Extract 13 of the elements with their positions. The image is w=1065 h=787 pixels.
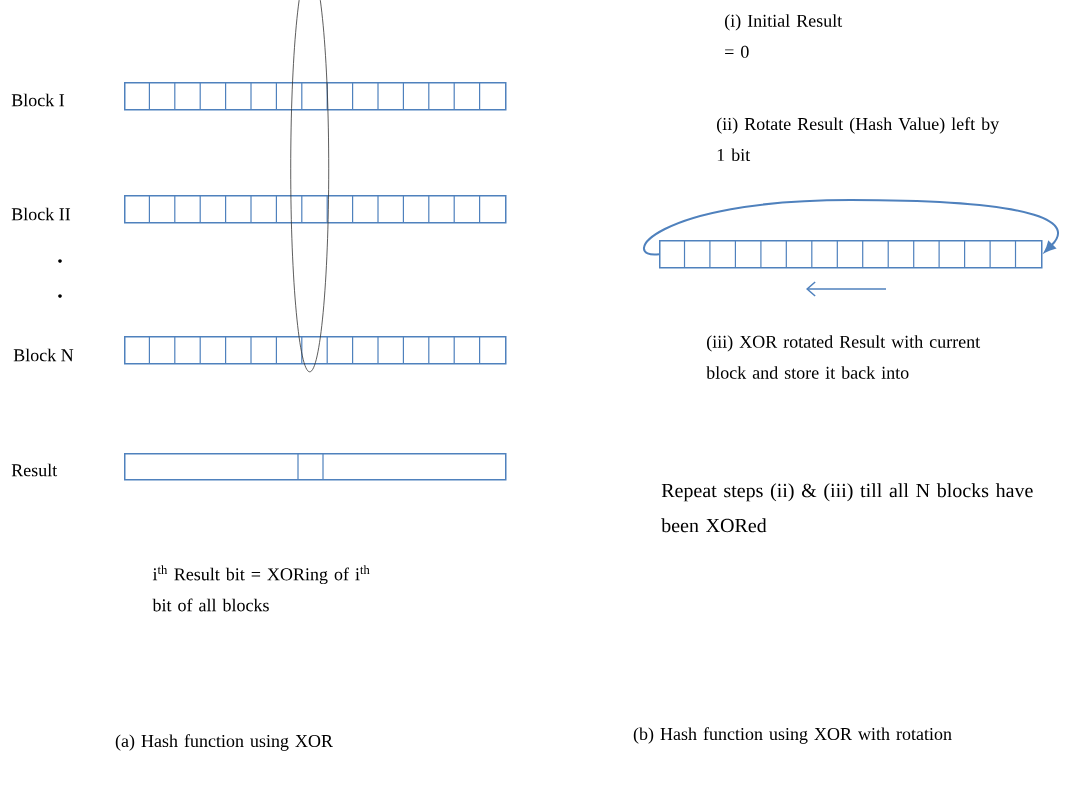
block-label: Block N (13, 348, 74, 362)
note-text: Repeat steps (ii) & (iii) till all N blocks have been XORed (661, 483, 1033, 533)
caption: (b) Hash function using XOR with rotation (633, 727, 952, 744)
caption: (a) Hash function using XOR (115, 734, 333, 751)
register-bar (659, 239, 1043, 269)
block-label: Block II (11, 207, 71, 221)
note-text: i$^{th}$ Result bit = XORing of i$^{th}$ bit of all blocks (152, 565, 370, 612)
loop-arrow (642, 199, 1059, 256)
step-text: (iii) XOR rotated Result with current block and store it back into (706, 335, 981, 379)
step-text: (ii) Rotate Result (Hash Value) left by 1 bit (717, 117, 1000, 162)
step-text: (i) Initial Result = 0 (725, 14, 843, 58)
block-label: Result (11, 463, 58, 477)
block-label: Block I (11, 93, 65, 107)
